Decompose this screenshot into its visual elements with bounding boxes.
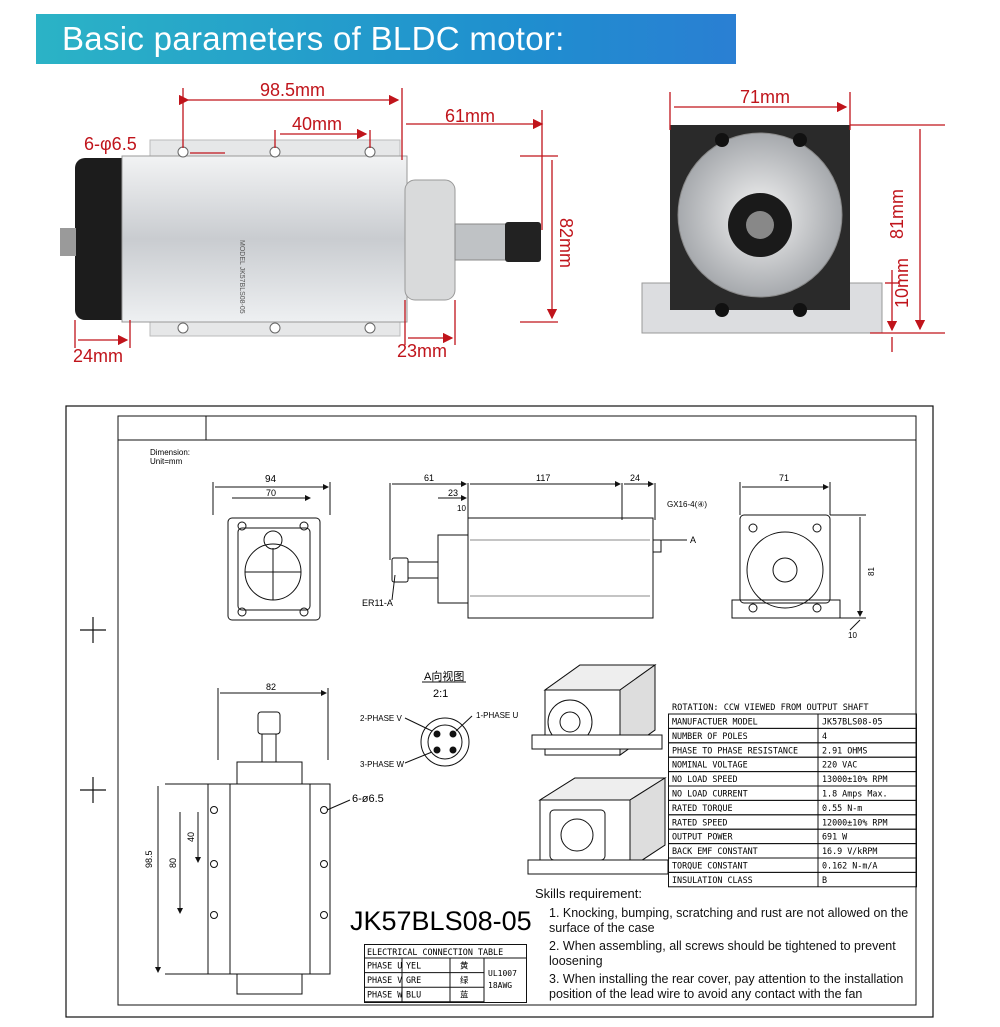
a-view-phase-w: 3-PHASE W (360, 760, 404, 769)
motor-3d-render-bottom (527, 777, 669, 875)
drawing-inner-frame (117, 415, 917, 1006)
spec-value: 0.55 N-m (822, 803, 862, 813)
spec-value: 13000±10% RPM (822, 774, 888, 784)
title-banner: Basic parameters of BLDC motor: (36, 14, 736, 64)
front-dimensions (669, 92, 945, 352)
connection-phase: PHASE W (367, 990, 403, 1000)
spec-label: PHASE TO PHASE RESISTANCE (672, 745, 798, 755)
side-dim-24: 24 (630, 473, 640, 483)
end-dim-81: 81 (867, 567, 876, 576)
spec-value: 691 W (822, 832, 848, 842)
connection-color: YEL (406, 961, 421, 971)
spec-value: 220 VAC (822, 760, 857, 770)
spec-label: MANUFACTUER MODEL (672, 717, 758, 727)
spec-label: NUMBER OF POLES (672, 731, 748, 741)
top-holes-label: 6-ø6.5 (352, 793, 384, 805)
skills-title: Skills requirement: (535, 886, 642, 901)
motor-3d-render-top (531, 664, 663, 756)
dimension-note-1: Dimension: (150, 448, 190, 457)
dim-82-label: 82mm (556, 218, 576, 268)
skills-item-3: 3. When installing the rear cover, pay a… (549, 972, 904, 1001)
drawing-frame (65, 405, 934, 1018)
dim-24-label: 24mm (73, 346, 123, 366)
a-view-title: A向视图 (424, 669, 464, 683)
spec-label: TORQUE CONSTANT (672, 861, 748, 871)
side-dim-117: 117 (536, 473, 550, 483)
spec-value: B (822, 875, 827, 885)
spec-table-title: ROTATION: CCW VIEWED FROM OUTPUT SHAFT (672, 703, 869, 713)
dim-holes-label: 6-φ6.5 (84, 134, 137, 154)
connection-phase: PHASE V (367, 975, 402, 985)
spec-table: ROTATION: CCW VIEWED FROM OUTPUT SHAFT M… (668, 703, 917, 888)
skills-item-2: 2. When assembling, all screws should be… (549, 939, 896, 968)
dim-10-label: 10mm (892, 258, 912, 308)
top-dim-80: 80 (168, 858, 178, 868)
spec-label: INSULATION CLASS (672, 875, 753, 885)
spec-value: 4 (822, 731, 827, 741)
connection-table-title: ELECTRICAL CONNECTION TABLE (367, 947, 503, 957)
spec-label: NOMINAL VOLTAGE (672, 760, 748, 770)
wire-spec-2: 18AWG (488, 981, 512, 990)
top-dim-98-5: 98.5 (144, 850, 154, 868)
wire-spec-1: UL1007 (488, 969, 517, 978)
dim-23-label: 23mm (397, 341, 447, 361)
connection-color: BLU (406, 990, 421, 1000)
dim-71-label: 71mm (740, 87, 790, 107)
connection-color-cn: 蓝 (460, 990, 468, 1000)
spec-label: NO LOAD SPEED (672, 774, 738, 784)
spec-value: JK57BLS08-05 (822, 717, 883, 727)
connection-color-cn: 黄 (460, 961, 468, 971)
spec-label: BACK EMF CONSTANT (672, 846, 758, 856)
skills-item-1: 1. Knocking, bumping, scratching and rus… (549, 906, 909, 935)
top-dim-40: 40 (186, 832, 196, 842)
model-name: JK57BLS08-05 (350, 906, 532, 936)
side-dim-61: 61 (424, 473, 434, 483)
view-a-label: A (690, 535, 696, 545)
front-dim-94: 94 (265, 474, 277, 485)
spec-label: OUTPUT POWER (672, 832, 733, 842)
connection-color-cn: 绿 (460, 975, 469, 985)
end-view-drawing (731, 482, 866, 631)
spec-label: RATED TORQUE (672, 803, 733, 813)
spec-value: 16.9 V/kRPM (822, 846, 877, 856)
side-dimensions (74, 88, 558, 348)
side-dim-23: 23 (448, 488, 458, 498)
spec-value: 2.91 OHMS (822, 745, 867, 755)
front-dim-70: 70 (266, 488, 276, 498)
dim-61-label: 61mm (445, 106, 495, 126)
a-view-connector (404, 681, 473, 767)
side-view-drawing (389, 481, 687, 619)
a-view-scale: 2:1 (433, 688, 448, 700)
front-view-photo (641, 125, 883, 334)
dim-81-label: 81mm (887, 189, 907, 239)
spec-row (668, 871, 917, 888)
end-dim-10: 10 (848, 631, 857, 640)
spec-value: 12000±10% RPM (822, 817, 888, 827)
top-view-drawing (155, 688, 351, 995)
a-view-phase-u: 1-PHASE U (476, 711, 518, 720)
connection-color: GRE (406, 975, 421, 985)
collet-label: ER11-A (362, 598, 393, 608)
spec-label: RATED SPEED (672, 817, 727, 827)
spec-label: NO LOAD CURRENT (672, 789, 748, 799)
svg-text:MODEL JK57BLS08-05: MODEL JK57BLS08-05 (238, 240, 245, 314)
dimension-note-2: Unit=mm (150, 457, 183, 466)
a-view-phase-v: 2-PHASE V (360, 714, 402, 723)
end-dim-71: 71 (779, 473, 789, 483)
connection-phase: PHASE U (367, 961, 402, 971)
connection-table: ELECTRICAL CONNECTION TABLE PHASE U YEL 黄 P… (364, 944, 527, 1003)
connector-label: GX16-4(④) (667, 500, 707, 509)
side-view-photo: MODEL JK57BLS08-05 (60, 139, 541, 337)
front-view-drawing (212, 482, 331, 621)
skills-requirement: Skills requirement: 1. Knocking, bumping… (535, 886, 915, 1005)
side-dim-10: 10 (457, 504, 466, 513)
dim-40-label: 40mm (292, 114, 342, 134)
dim-98-5-label: 98.5mm (260, 80, 325, 100)
spec-value: 0.162 N-m/A (822, 861, 877, 871)
top-dim-82: 82 (266, 682, 276, 692)
spec-value: 1.8 Amps Max. (822, 789, 888, 799)
registration-marks (80, 617, 106, 803)
banner-title: Basic parameters of BLDC motor: (62, 20, 565, 57)
